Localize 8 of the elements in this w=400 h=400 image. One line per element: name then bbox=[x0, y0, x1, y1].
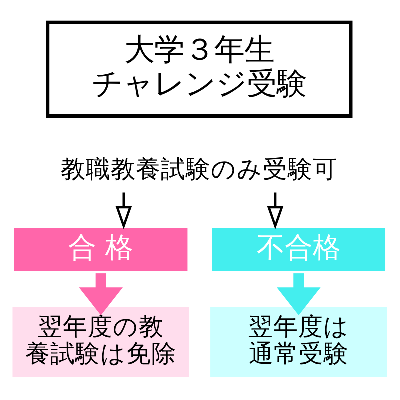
arrow bbox=[276, 274, 321, 316]
node-box: 翌年度の教養試験は免除 bbox=[12, 307, 190, 378]
node-box: 大学３年生チャレンジ受験 bbox=[46, 20, 353, 118]
node-box: 翌年度は通常受験 bbox=[210, 307, 388, 378]
arrow bbox=[116, 192, 132, 230]
node-text: 教職教養試験のみ受験可 bbox=[60, 154, 338, 184]
arrow bbox=[267, 192, 284, 230]
arrow bbox=[79, 274, 124, 316]
